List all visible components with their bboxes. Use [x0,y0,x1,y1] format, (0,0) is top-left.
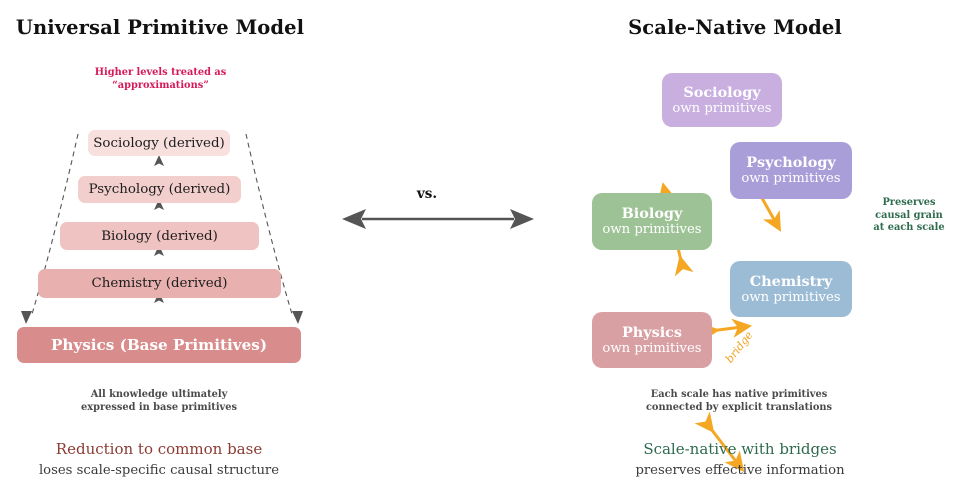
scale-node-subtitle: own primitives [602,222,702,238]
double-headed-arrow-icon [342,209,534,229]
right-panel-title: Scale-Native Model [628,16,842,39]
left-under-note: All knowledge ultimately expressed in ba… [81,389,237,413]
pyramid-level-biology[interactable]: Biology (derived) [60,222,259,250]
right-caption-sub: preserves effective information [635,463,845,478]
right-caption-strong: Scale-native with bridges [643,440,837,458]
scale-node-chemistry[interactable]: Chemistry own primitives [730,261,852,317]
scale-node-subtitle: own primitives [602,340,702,356]
left-top-note: Higher levels treated as “approximations… [94,67,227,91]
scale-node-title: Sociology [683,83,761,101]
left-caption-sub: loses scale-specific causal structure [38,463,280,478]
pyramid-level-sociology[interactable]: Sociology (derived) [88,130,230,156]
scale-node-psychology[interactable]: Psychology own primitives [730,142,852,199]
right-under-note: Each scale has native primitives connect… [645,389,833,413]
left-caption-strong: Reduction to common base [55,440,263,458]
scale-node-subtitle: own primitives [672,100,772,116]
pyramid-level-label: Psychology (derived) [88,182,231,197]
pyramid-level-psychology[interactable]: Psychology (derived) [78,176,241,203]
scale-node-title: Biology [621,205,683,223]
left-funnel-lines [21,133,303,324]
pyramid-level-label: Physics (Base Primitives) [50,336,268,354]
scale-node-title: Chemistry [749,272,833,290]
scale-node-subtitle: own primitives [741,171,841,187]
scale-node-title: Physics [621,323,683,341]
right-side-note: Preserves causal grain at each scale [873,197,945,234]
scale-node-physics[interactable]: Physics own primitives [592,312,712,368]
left-panel-title: Universal Primitive Model [15,16,305,39]
pyramid-level-label: Biology (derived) [101,228,218,244]
pyramid-level-label: Sociology (derived) [93,135,225,151]
scale-node-sociology[interactable]: Sociology own primitives [662,73,782,127]
pyramid-level-chemistry[interactable]: Chemistry (derived) [38,269,281,298]
scale-node-biology[interactable]: Biology own primitives [592,193,712,250]
scale-node-title: Psychology [746,154,836,172]
pyramid-level-physics-base[interactable]: Physics (Base Primitives) [17,327,301,363]
pyramid-level-label: Chemistry (derived) [91,276,228,291]
scale-node-subtitle: own primitives [741,289,841,305]
vs-label: vs. [416,186,438,202]
